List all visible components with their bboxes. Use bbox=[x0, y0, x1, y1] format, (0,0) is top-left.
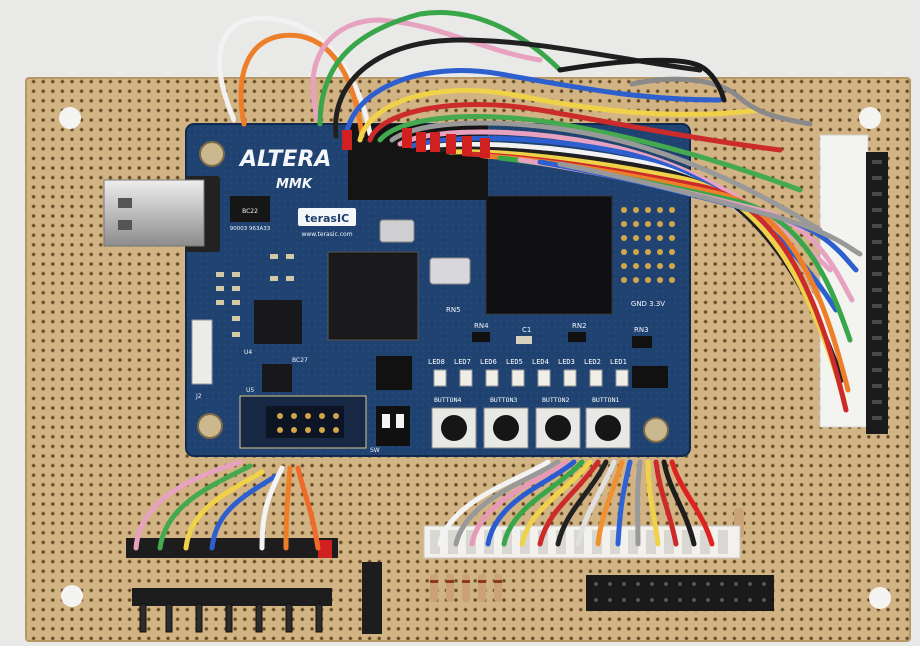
top-wire-bundle bbox=[217, 10, 863, 413]
led bbox=[511, 369, 525, 387]
j2-header bbox=[191, 319, 213, 385]
crystal bbox=[379, 219, 415, 243]
rn5-label: RN5 bbox=[446, 306, 461, 314]
led-label-7: LED7 bbox=[454, 358, 471, 366]
usb-plug bbox=[103, 176, 220, 252]
screw bbox=[643, 417, 669, 443]
mount-hole bbox=[61, 585, 83, 607]
led-label-6: LED6 bbox=[480, 358, 497, 366]
led bbox=[459, 369, 473, 387]
led bbox=[537, 369, 551, 387]
model-label: MMK bbox=[276, 177, 313, 192]
push-button-3[interactable] bbox=[483, 407, 529, 449]
sw-label: SW bbox=[370, 447, 380, 454]
eeprom-chip bbox=[230, 196, 270, 222]
c1-label: C1 bbox=[522, 326, 531, 334]
led bbox=[485, 369, 499, 387]
button-label-1: BUTTON1 bbox=[592, 396, 619, 404]
chip-text: 90003 963A33 bbox=[230, 226, 271, 232]
j2-label: J2 bbox=[195, 393, 202, 400]
maker-logo: terasIC bbox=[305, 212, 349, 225]
fpga-chip bbox=[327, 251, 419, 341]
led-label-4: LED4 bbox=[532, 358, 549, 366]
rn3-label: RN3 bbox=[634, 326, 649, 334]
gold-pads bbox=[621, 207, 675, 283]
button-label-4: BUTTON4 bbox=[434, 396, 461, 404]
usb-controller-chip bbox=[254, 300, 302, 344]
maker-url: www.terasic.com bbox=[301, 231, 352, 238]
power-label: GND 3.3V bbox=[631, 300, 665, 308]
led-row bbox=[433, 369, 629, 387]
led bbox=[433, 369, 447, 387]
screw bbox=[197, 413, 223, 439]
rn4-label: RN4 bbox=[474, 322, 489, 330]
led-label-1: LED1 bbox=[610, 358, 627, 366]
bottom-wires bbox=[133, 459, 715, 551]
small-chip bbox=[262, 364, 292, 392]
small-chip bbox=[376, 356, 412, 390]
bottom-right-header bbox=[586, 575, 774, 611]
small-chip bbox=[632, 366, 668, 388]
rn2-label: RN2 bbox=[572, 322, 587, 330]
brand-logo: ALTERA bbox=[238, 147, 331, 172]
led-label-row: LED8 LED7 LED6 LED5 LED4 LED3 LED2 LED1 bbox=[428, 358, 627, 366]
button-label-2: BUTTON2 bbox=[542, 396, 569, 404]
chip-code: BC22 bbox=[242, 208, 258, 215]
led bbox=[589, 369, 603, 387]
led-label-8: LED8 bbox=[428, 358, 445, 366]
bc27-label: BC27 bbox=[292, 357, 308, 364]
mount-hole bbox=[869, 587, 891, 609]
fpga-board: GND 3.3V BC22 90003 963A33 ALTERA MMK te… bbox=[185, 123, 691, 457]
led bbox=[563, 369, 577, 387]
bga-chip bbox=[485, 195, 613, 315]
led-label-2: LED2 bbox=[584, 358, 601, 366]
push-button-2[interactable] bbox=[535, 407, 581, 449]
u4-label: U4 bbox=[244, 349, 252, 356]
led-label-3: LED3 bbox=[558, 358, 575, 366]
dip-switch bbox=[376, 406, 410, 446]
push-button-4[interactable] bbox=[431, 407, 477, 449]
pin-connectors bbox=[342, 128, 490, 158]
mount-hole bbox=[859, 107, 881, 129]
led-label-5: LED5 bbox=[506, 358, 523, 366]
mount-hole bbox=[59, 107, 81, 129]
push-button-1[interactable] bbox=[585, 407, 631, 449]
button-label-3: BUTTON3 bbox=[490, 396, 517, 404]
led bbox=[615, 369, 629, 387]
crystal bbox=[429, 257, 471, 285]
screw bbox=[199, 141, 225, 167]
u5-label: U5 bbox=[246, 387, 254, 394]
